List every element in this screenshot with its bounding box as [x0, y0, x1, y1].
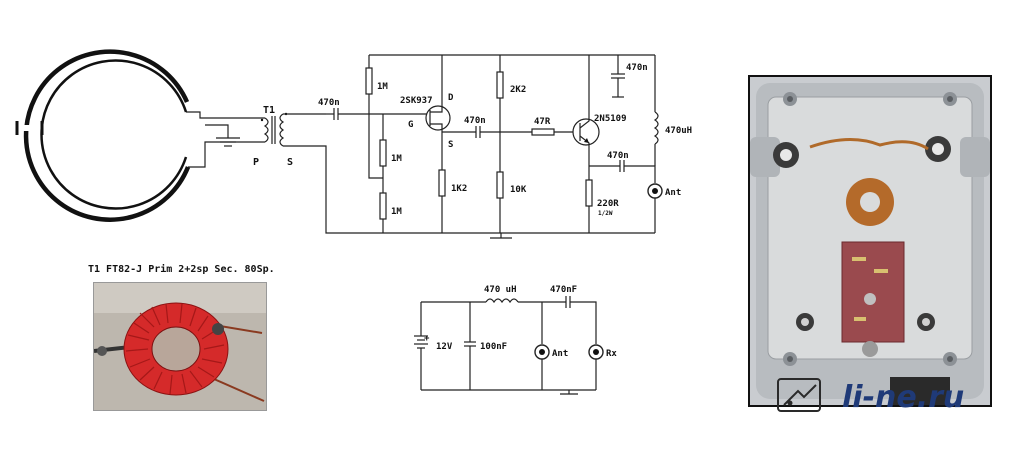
- r3-label: 1M: [391, 207, 402, 217]
- resistor-r3: [379, 192, 387, 220]
- power-bias-tee-schematic: 470 uH 470nF + 12V 100nF Ant Rx: [414, 285, 617, 395]
- toroid-coil-photo: [93, 282, 267, 411]
- resistor-r1: [365, 67, 373, 95]
- cap-series-label: 470nF: [550, 285, 577, 295]
- ant-power-label: Ant: [552, 349, 568, 359]
- fet-g-label: G: [408, 120, 413, 130]
- fet-2sk937: 2SK937 D G S: [383, 55, 454, 170]
- resistor-47r: [531, 128, 555, 136]
- capacitor-c-in: 470n: [318, 98, 383, 120]
- watermark-text: li-ne.ru: [842, 380, 965, 415]
- plus-sign: +: [424, 334, 430, 344]
- t1-label: T1: [263, 105, 275, 116]
- r-emitter-power: 1/2W: [598, 210, 613, 217]
- r-top-label: 2K2: [510, 85, 526, 95]
- rx-label: Rx: [606, 349, 617, 359]
- bjt-label: 2N5109: [594, 114, 627, 124]
- resistor-source: [438, 169, 446, 197]
- coil-caption: T1 FT82-J Prim 2+2sp Sec. 80Sp.: [88, 264, 275, 275]
- secondary-label: S: [287, 157, 293, 168]
- primary-label: P: [253, 157, 259, 168]
- loop-antenna: [15, 49, 265, 222]
- c-in-label: 470n: [318, 98, 340, 108]
- enclosure-photo: [748, 75, 992, 407]
- fet-s-label: S: [448, 140, 453, 150]
- fet-d-label: D: [448, 93, 454, 103]
- resistor-2k2: [496, 71, 504, 99]
- r-bottom-label: 10K: [510, 185, 527, 195]
- fet-label: 2SK937: [400, 96, 433, 106]
- choke-power-label: 470 uH: [484, 285, 517, 295]
- r2-label: 1M: [391, 154, 402, 164]
- ant-connector: Ant: [647, 183, 681, 233]
- r-source-label: 1K2: [451, 184, 467, 194]
- choke-label: 470uH: [665, 126, 692, 136]
- watermark-logo-icon: [777, 378, 821, 412]
- ant-label: Ant: [665, 188, 681, 198]
- cap-bypass-label: 100nF: [480, 342, 507, 352]
- transformer-t1: T1 P S: [253, 105, 293, 168]
- bjt-2n5109: 2N5109: [572, 55, 627, 180]
- c-out-label: 470n: [607, 151, 629, 161]
- battery-label: 12V: [436, 342, 453, 352]
- r-emitter-label: 220R: [597, 199, 619, 209]
- c-top-label: 470n: [626, 63, 648, 73]
- resistor-r2: [379, 139, 387, 167]
- watermark-logo: [776, 377, 824, 415]
- c-coupling-label: 470n: [464, 116, 486, 126]
- r-base-label: 47R: [534, 117, 551, 127]
- resistor-10k: [496, 171, 504, 199]
- r1-label: 1M: [377, 82, 388, 92]
- resistor-220r: [585, 179, 593, 207]
